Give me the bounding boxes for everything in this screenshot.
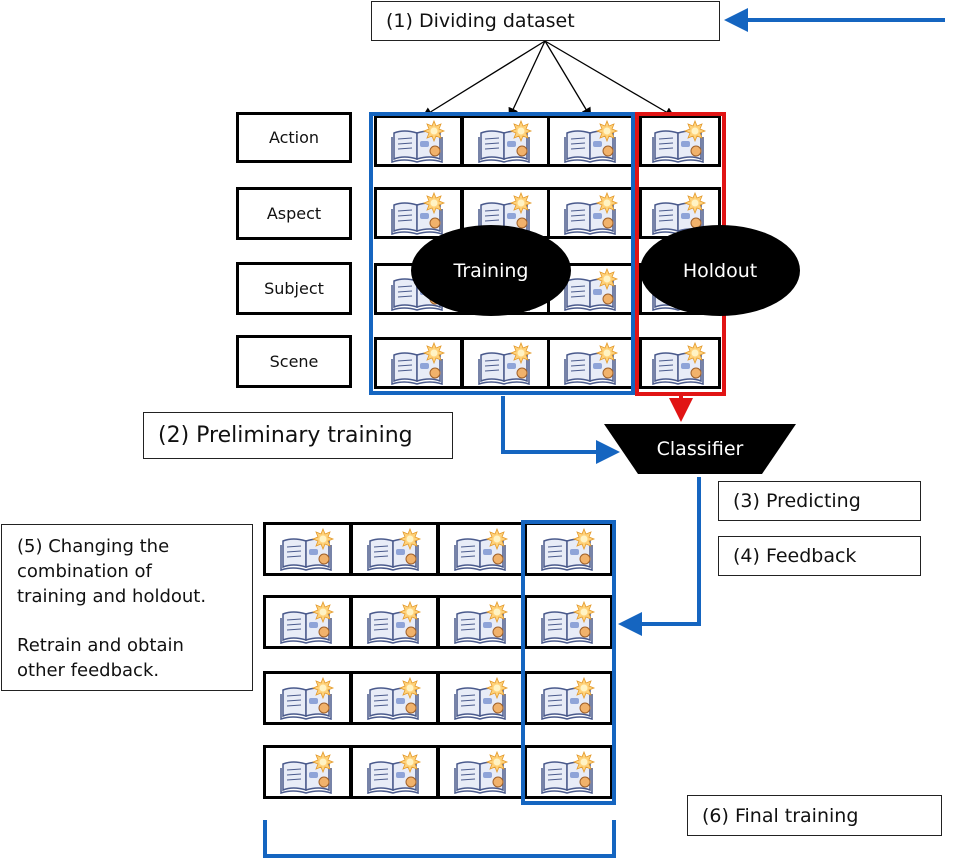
- final-training-loop-arrow: [263, 820, 616, 858]
- book-idea-icon: [540, 527, 595, 571]
- training-ellipse: Training: [411, 225, 571, 316]
- spacer: [17, 609, 252, 633]
- dataset-cell: [639, 115, 721, 167]
- dataset-cell: [524, 671, 613, 725]
- dataset-cell: [524, 595, 613, 649]
- dataset-cell: [547, 115, 636, 167]
- book-idea-icon: [390, 191, 445, 235]
- book-idea-icon: [563, 119, 618, 163]
- classifier-label-wrap: Classifier: [604, 424, 796, 474]
- row-label-subject: Subject: [236, 262, 352, 315]
- dataset-cell: [461, 115, 550, 167]
- book-idea-icon: [279, 600, 334, 644]
- training-label: Training: [453, 259, 529, 282]
- dividing-arrows: [421, 40, 676, 119]
- book-idea-icon: [453, 750, 508, 794]
- book-idea-icon: [279, 750, 334, 794]
- changing-combination-box: (5) Changing the combination of training…: [1, 524, 253, 691]
- changing-text-line: Retrain and obtain: [17, 635, 184, 656]
- book-idea-icon: [366, 676, 421, 720]
- book-idea-icon: [390, 341, 445, 385]
- dataset-cell: [350, 671, 439, 725]
- changing-text-line: other feedback.: [17, 660, 160, 681]
- row-label-text: Subject: [264, 279, 324, 298]
- predicting-label: (3) Predicting: [733, 490, 861, 512]
- final-training-box: (6) Final training: [687, 795, 942, 836]
- row-label-scene: Scene: [236, 335, 352, 388]
- dataset-cell: [437, 522, 526, 576]
- book-idea-icon: [453, 676, 508, 720]
- feedback-box: (4) Feedback: [718, 536, 921, 576]
- row-label-text: Action: [268, 128, 320, 147]
- changing-text-line: combination of: [17, 561, 152, 582]
- holdout-label: Holdout: [682, 259, 758, 282]
- book-idea-icon: [652, 341, 707, 385]
- book-idea-icon: [279, 676, 334, 720]
- row-label-text: Scene: [269, 352, 319, 371]
- book-idea-icon: [390, 119, 445, 163]
- dataset-cell: [547, 337, 636, 389]
- book-idea-icon: [477, 119, 532, 163]
- preliminary-training-label: (2) Preliminary training: [158, 423, 413, 448]
- dividing-dataset-box: (1) Dividing dataset: [371, 1, 720, 41]
- dataset-cell: [350, 745, 439, 799]
- predicting-box: (3) Predicting: [718, 481, 921, 521]
- dataset-cell: [437, 745, 526, 799]
- book-idea-icon: [652, 119, 707, 163]
- dataset-cell: [350, 522, 439, 576]
- classifier-shape: [604, 424, 796, 474]
- book-idea-icon: [453, 527, 508, 571]
- dataset-cell: [263, 595, 352, 649]
- book-idea-icon: [540, 676, 595, 720]
- dataset-cell: [374, 337, 463, 389]
- holdout-ellipse: Holdout: [640, 225, 800, 316]
- row-label-action: Action: [236, 112, 352, 163]
- final-training-label: (6) Final training: [702, 804, 859, 827]
- new-holdout-outline: [521, 520, 616, 805]
- book-idea-icon: [477, 341, 532, 385]
- training-region-outline: [369, 112, 635, 395]
- book-idea-icon: [563, 267, 618, 311]
- classifier-to-holdout-arrow: [618, 477, 701, 636]
- book-idea-icon: [279, 527, 334, 571]
- dividing-dataset-label: (1) Dividing dataset: [386, 10, 575, 32]
- book-idea-icon: [563, 191, 618, 235]
- preliminary-training-box: (2) Preliminary training: [143, 412, 453, 459]
- changing-text-line: (5) Changing the: [17, 536, 170, 557]
- book-idea-icon: [540, 750, 595, 794]
- dataset-cell: [524, 745, 613, 799]
- feedback-label: (4) Feedback: [733, 545, 857, 567]
- row-label-aspect: Aspect: [236, 187, 352, 240]
- book-idea-icon: [453, 600, 508, 644]
- dataset-cell: [461, 337, 550, 389]
- classifier-label: Classifier: [656, 438, 744, 460]
- book-idea-icon: [366, 750, 421, 794]
- dataset-cell: [263, 522, 352, 576]
- book-idea-icon: [563, 341, 618, 385]
- dataset-cell: [437, 671, 526, 725]
- book-idea-icon: [540, 600, 595, 644]
- book-idea-icon: [366, 600, 421, 644]
- book-idea-icon: [366, 527, 421, 571]
- dataset-cell: [524, 522, 613, 576]
- dataset-cell: [263, 745, 352, 799]
- dataset-cell: [263, 671, 352, 725]
- row-label-text: Aspect: [266, 204, 322, 223]
- dataset-cell: [350, 595, 439, 649]
- dataset-cell: [639, 337, 721, 389]
- dataset-cell: [437, 595, 526, 649]
- training-to-classifier-arrow: [501, 396, 620, 464]
- changing-text-line: training and holdout.: [17, 586, 207, 607]
